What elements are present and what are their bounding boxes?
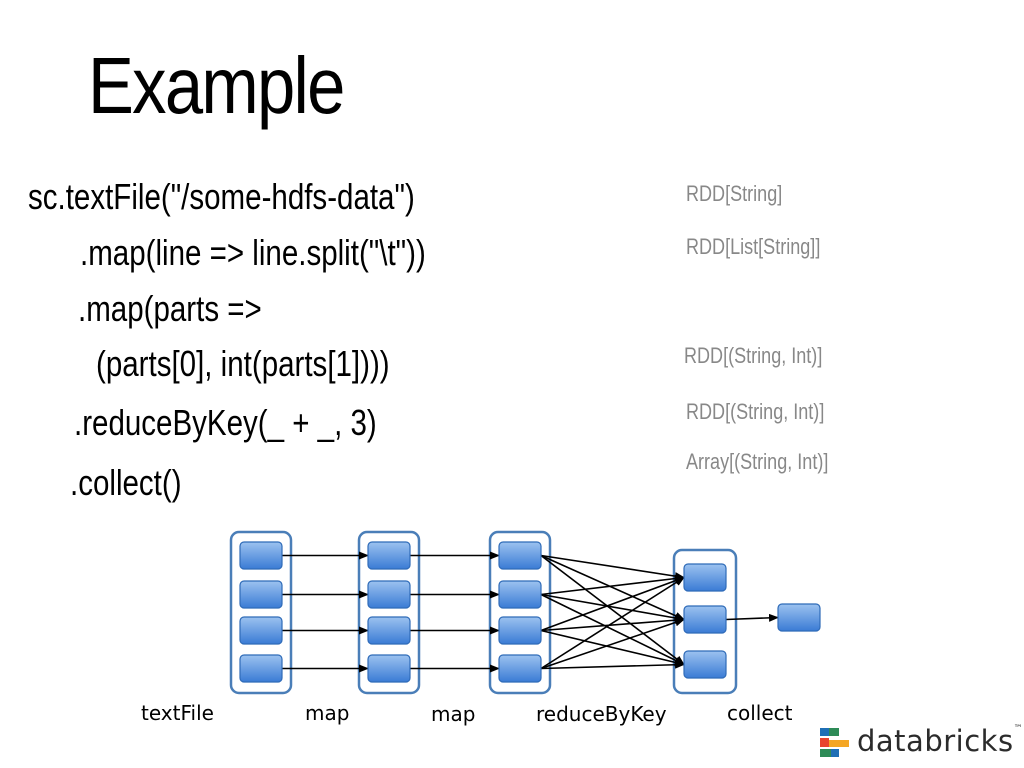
code-line-2: .map(line => line.split("\t")) — [80, 232, 426, 273]
edge-shuffle-4-2 — [540, 618, 685, 670]
edge-shuffle-2-1 — [540, 574, 685, 596]
type-label-1: RDD[String] — [686, 181, 783, 206]
code-line-1: sc.textFile("/some-hdfs-data") — [28, 176, 415, 217]
stage-label-map-1: map — [305, 701, 350, 725]
slide-title: Example — [88, 41, 345, 130]
partition-reduce-1 — [683, 563, 727, 592]
stage-label-textfile: textFile — [141, 701, 214, 725]
edge-shuffle-4-1 — [540, 576, 685, 670]
partition-reduce-2 — [683, 605, 727, 634]
partition-map2-1 — [498, 541, 542, 570]
code-line-5: .reduceByKey(_ + _, 3) — [74, 402, 377, 443]
partition-map1-1 — [367, 541, 411, 570]
type-label-4: RDD[(String, Int)] — [686, 399, 825, 424]
partition-textfile-3 — [239, 616, 283, 645]
type-label-5: Array[(String, Int)] — [686, 449, 829, 474]
partition-textfile-1 — [239, 541, 283, 570]
edge-shuffle-1-2 — [540, 554, 685, 621]
stage-box-map-2 — [488, 530, 552, 695]
stage-label-reducebykey: reduceByKey — [536, 702, 667, 726]
edge-shuffle-3-1 — [540, 576, 685, 632]
partition-textfile-2 — [239, 580, 283, 609]
code-line-4: (parts[0], int(parts[1]))) — [96, 343, 390, 384]
edge-shuffle-3-3 — [540, 629, 685, 667]
code-line-3: .map(parts => — [78, 288, 262, 329]
edge-collect — [725, 613, 779, 622]
partition-map2-3 — [498, 616, 542, 645]
stage-label-map-2: map — [431, 702, 476, 726]
partition-reduce-3 — [683, 650, 727, 679]
code-line-6: .collect() — [70, 462, 182, 503]
partition-map1-4 — [367, 654, 411, 683]
edge-shuffle-4-3 — [540, 660, 685, 670]
partition-map1-3 — [367, 616, 411, 645]
edge-shuffle-2-2 — [540, 593, 685, 622]
databricks-logo-text: databricks™ — [857, 724, 1024, 758]
stage-box-reducebykey — [672, 548, 738, 695]
stage-box-textfile — [229, 530, 293, 695]
stage-label-collect: collect — [727, 701, 793, 725]
databricks-logo-icon — [820, 728, 849, 757]
partition-map2-4 — [498, 654, 542, 683]
edge-shuffle-1-3 — [540, 554, 685, 666]
edge-shuffle-3-2 — [540, 616, 685, 632]
edge-shuffle-2-3 — [540, 593, 685, 666]
stage-box-map-1 — [357, 530, 421, 695]
type-label-3: RDD[(String, Int)] — [684, 343, 823, 368]
partition-map1-2 — [367, 580, 411, 609]
edge-shuffle-1-1 — [540, 554, 685, 581]
partition-textfile-4 — [239, 654, 283, 683]
partition-map2-2 — [498, 580, 542, 609]
type-label-2: RDD[List[String]] — [686, 234, 821, 259]
partition-collect-1 — [777, 603, 821, 632]
